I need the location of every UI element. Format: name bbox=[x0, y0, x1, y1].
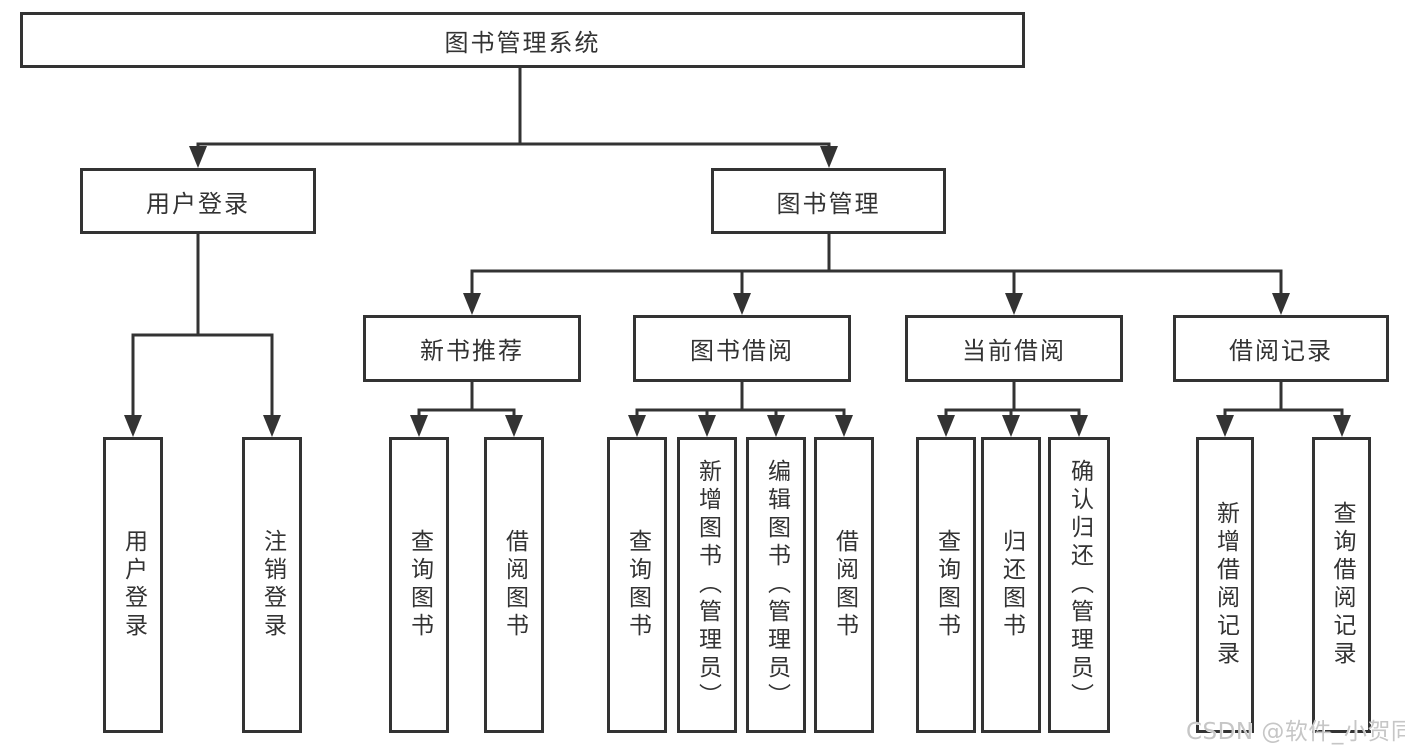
node-query-books-borrow-label: 查询图书 bbox=[624, 529, 651, 641]
arrow-down-icon bbox=[1216, 415, 1234, 437]
node-borrow-books-label: 借阅图书 bbox=[831, 529, 858, 641]
connector-user-login-children bbox=[131, 234, 274, 420]
node-new-book-recommend: 新书推荐 bbox=[363, 315, 581, 382]
connector-book-borrow-children bbox=[635, 382, 846, 420]
node-do-user-login-label: 用户登录 bbox=[120, 529, 147, 641]
arrow-down-icon bbox=[1005, 293, 1023, 315]
node-borrow-records-label: 借阅记录 bbox=[1229, 337, 1333, 365]
arrow-down-icon bbox=[124, 415, 142, 437]
node-book-management: 图书管理 bbox=[711, 168, 946, 234]
watermark-text: CSDN @软件_小贺同学 bbox=[1186, 719, 1405, 745]
node-edit-books-admin-label: 编辑图书（管理员） bbox=[763, 459, 790, 711]
node-current-borrow: 当前借阅 bbox=[905, 315, 1123, 382]
node-query-books-recommend-label: 查询图书 bbox=[406, 529, 433, 641]
arrow-down-icon bbox=[628, 415, 646, 437]
arrow-down-icon bbox=[1333, 415, 1351, 437]
node-borrow-books-recommend-label: 借阅图书 bbox=[501, 529, 528, 641]
node-add-borrow-record: 新增借阅记录 bbox=[1196, 437, 1254, 733]
node-book-borrow: 图书借阅 bbox=[633, 315, 851, 382]
arrow-down-icon bbox=[835, 415, 853, 437]
node-add-books-admin: 新增图书（管理员） bbox=[677, 437, 737, 733]
node-borrow-records: 借阅记录 bbox=[1173, 315, 1389, 382]
node-query-books-recommend: 查询图书 bbox=[389, 437, 449, 733]
node-query-books-current: 查询图书 bbox=[916, 437, 976, 733]
node-query-borrow-record: 查询借阅记录 bbox=[1312, 437, 1371, 733]
node-do-user-login: 用户登录 bbox=[103, 437, 163, 733]
node-confirm-return-admin-label: 确认归还（管理员） bbox=[1066, 459, 1093, 711]
node-add-books-admin-label: 新增图书（管理员） bbox=[694, 459, 721, 711]
node-new-book-recommend-label: 新书推荐 bbox=[420, 337, 524, 365]
connector-new-book-children bbox=[417, 382, 516, 420]
arrow-down-icon bbox=[463, 293, 481, 315]
node-borrow-books: 借阅图书 bbox=[814, 437, 874, 733]
node-edit-books-admin: 编辑图书（管理员） bbox=[746, 437, 806, 733]
arrow-down-icon bbox=[767, 415, 785, 437]
connector-root-to-level2 bbox=[196, 68, 831, 152]
node-root: 图书管理系统 bbox=[20, 12, 1025, 68]
node-user-login-label: 用户登录 bbox=[146, 189, 250, 218]
node-root-label: 图书管理系统 bbox=[444, 28, 601, 57]
node-return-books: 归还图书 bbox=[981, 437, 1041, 733]
arrow-down-icon bbox=[1002, 415, 1020, 437]
arrow-down-icon bbox=[820, 146, 838, 168]
connector-borrow-records-children bbox=[1223, 382, 1344, 420]
node-query-books-current-label: 查询图书 bbox=[933, 529, 960, 641]
node-logout-label: 注销登录 bbox=[259, 529, 286, 641]
arrow-down-icon bbox=[698, 415, 716, 437]
arrowheads bbox=[124, 146, 1351, 437]
arrow-down-icon bbox=[505, 415, 523, 437]
node-confirm-return-admin: 确认归还（管理员） bbox=[1048, 437, 1110, 733]
node-query-books-borrow: 查询图书 bbox=[607, 437, 667, 733]
node-borrow-books-recommend: 借阅图书 bbox=[484, 437, 544, 733]
connector-current-borrow-children bbox=[944, 382, 1081, 420]
arrow-down-icon bbox=[937, 415, 955, 437]
node-return-books-label: 归还图书 bbox=[998, 529, 1025, 641]
arrow-down-icon bbox=[1272, 293, 1290, 315]
node-query-borrow-record-label: 查询借阅记录 bbox=[1329, 501, 1355, 669]
node-logout: 注销登录 bbox=[242, 437, 302, 733]
node-user-login: 用户登录 bbox=[80, 168, 316, 234]
node-book-management-label: 图书管理 bbox=[776, 189, 881, 218]
arrow-down-icon bbox=[189, 146, 207, 168]
node-book-borrow-label: 图书借阅 bbox=[690, 337, 794, 365]
arrow-down-icon bbox=[263, 415, 281, 437]
arrow-down-icon bbox=[1070, 415, 1088, 437]
arrow-down-icon bbox=[410, 415, 428, 437]
node-add-borrow-record-label: 新增借阅记录 bbox=[1212, 501, 1239, 669]
node-current-borrow-label: 当前借阅 bbox=[962, 337, 1066, 365]
connector-book-management-children bbox=[470, 234, 1283, 298]
arrow-down-icon bbox=[733, 293, 751, 315]
